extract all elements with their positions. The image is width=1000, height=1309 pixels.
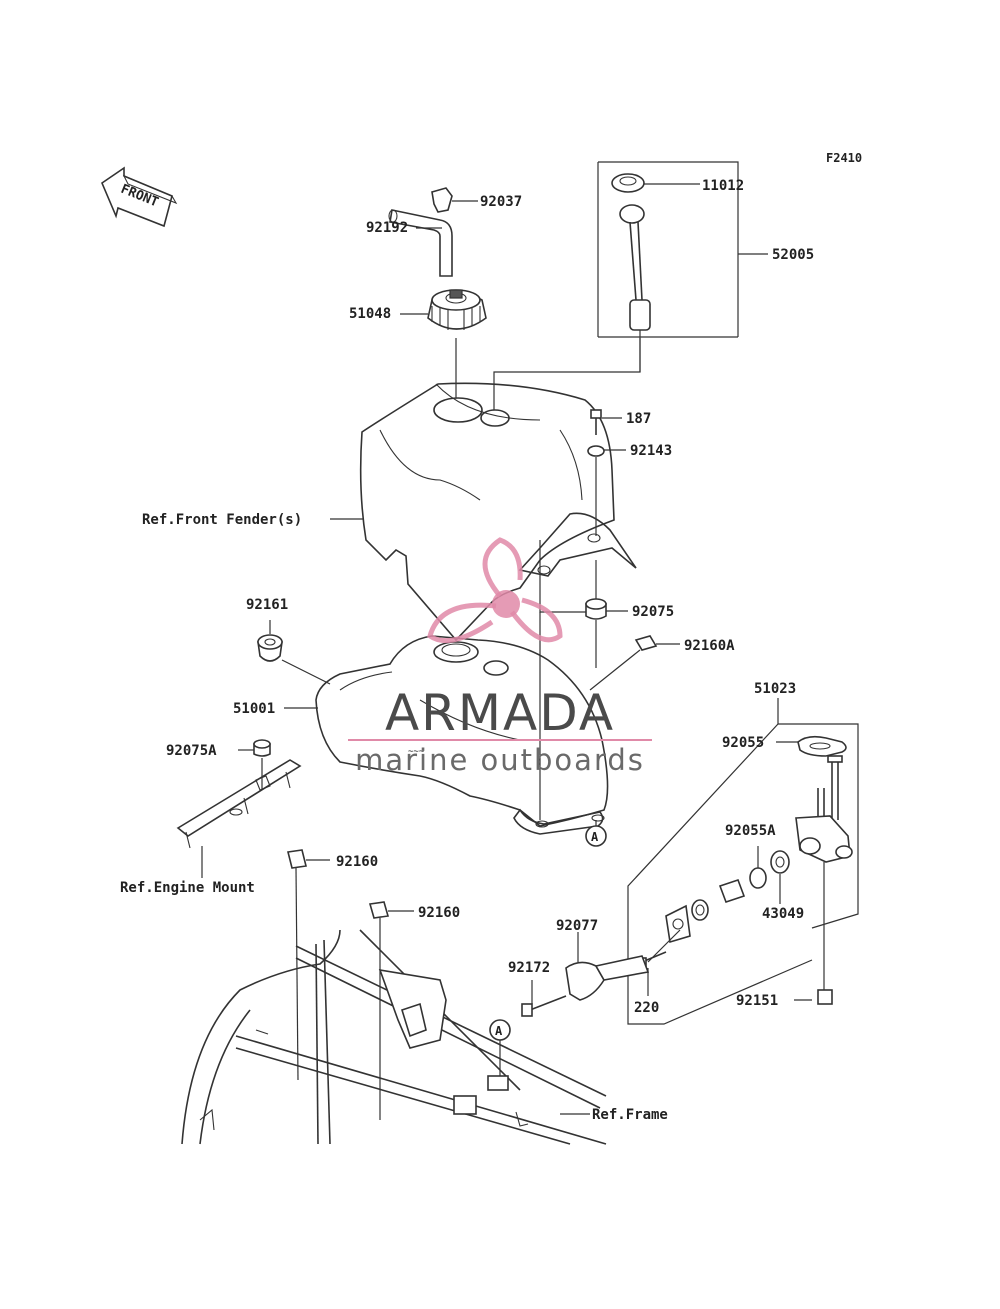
breather-hose-92192 [388, 209, 453, 277]
callout-92151: 92151 [736, 993, 778, 1009]
callout-92143: 92143 [630, 443, 672, 459]
callout-engine-mount-ref: Ref.Engine Mount [120, 880, 255, 896]
collar-92143 [587, 445, 626, 536]
damper-92075A [238, 739, 271, 790]
armada-propeller-logo-icon [427, 537, 563, 644]
callout-92161: 92161 [246, 597, 288, 613]
watermark-tagline: marine outboards [355, 743, 645, 777]
callout-92055: 92055 [722, 735, 764, 751]
callout-92055A: 92055A [725, 823, 776, 839]
screw-92172 [521, 980, 567, 1017]
fuel-cock-51023 [627, 698, 859, 1025]
svg-text:A: A [495, 1024, 503, 1038]
callout-92160-a: 92160 [336, 854, 378, 870]
callout-187: 187 [626, 411, 651, 427]
callout-92160-b: 92160 [418, 905, 460, 921]
callout-51023: 51023 [754, 681, 796, 697]
callout-11012: 11012 [702, 178, 744, 194]
damper-92075 [585, 598, 628, 668]
callout-labels: 92037 11012 52005 92192 51048 187 92143 … [120, 178, 814, 1123]
watermark-brand: ARMADA [385, 684, 615, 742]
clip-92160A [589, 635, 680, 691]
tank-embossed-mark: ~~~ [408, 747, 425, 757]
callout-92172: 92172 [508, 960, 550, 976]
armada-watermark: ARMADA marine outboards [348, 537, 652, 777]
engine-mount-ref [176, 759, 302, 878]
callout-43049: 43049 [762, 906, 804, 922]
front-arrow-icon: FRONT [101, 166, 178, 228]
callout-frame-ref: Ref.Frame [592, 1107, 668, 1123]
front-label: FRONT [119, 182, 161, 211]
fuel-tank-51001: ~~~ [284, 612, 609, 835]
callout-front-fender-ref: Ref.Front Fender(s) [142, 512, 302, 528]
callout-92077: 92077 [556, 918, 598, 934]
clip-92160-b [368, 901, 414, 1120]
callout-92192: 92192 [366, 220, 408, 236]
frame-ref [181, 929, 607, 1145]
ref-a-marker-1: A [585, 820, 607, 847]
clip-92037 [431, 187, 478, 213]
callout-92037: 92037 [480, 194, 522, 210]
fuel-cap-51048 [400, 289, 487, 404]
lever-92077 [565, 929, 681, 1001]
callout-52005: 52005 [772, 247, 814, 263]
callout-92075: 92075 [632, 604, 674, 620]
front-fender-ref [330, 382, 615, 642]
svg-text:A: A [591, 830, 599, 844]
callout-92160A: 92160A [684, 638, 735, 654]
clip-92160-a [287, 849, 330, 1081]
fuel-gauge-kit-52005 [597, 161, 768, 372]
callout-51001: 51001 [233, 701, 275, 717]
cushion-92161 [257, 620, 331, 685]
ref-a-marker-2: A [489, 1019, 511, 1041]
callout-92075A: 92075A [166, 743, 217, 759]
diagram-code: F2410 [826, 151, 862, 165]
callout-51048: 51048 [349, 306, 391, 322]
bolt-187 [590, 409, 622, 435]
callout-220: 220 [634, 1000, 659, 1016]
